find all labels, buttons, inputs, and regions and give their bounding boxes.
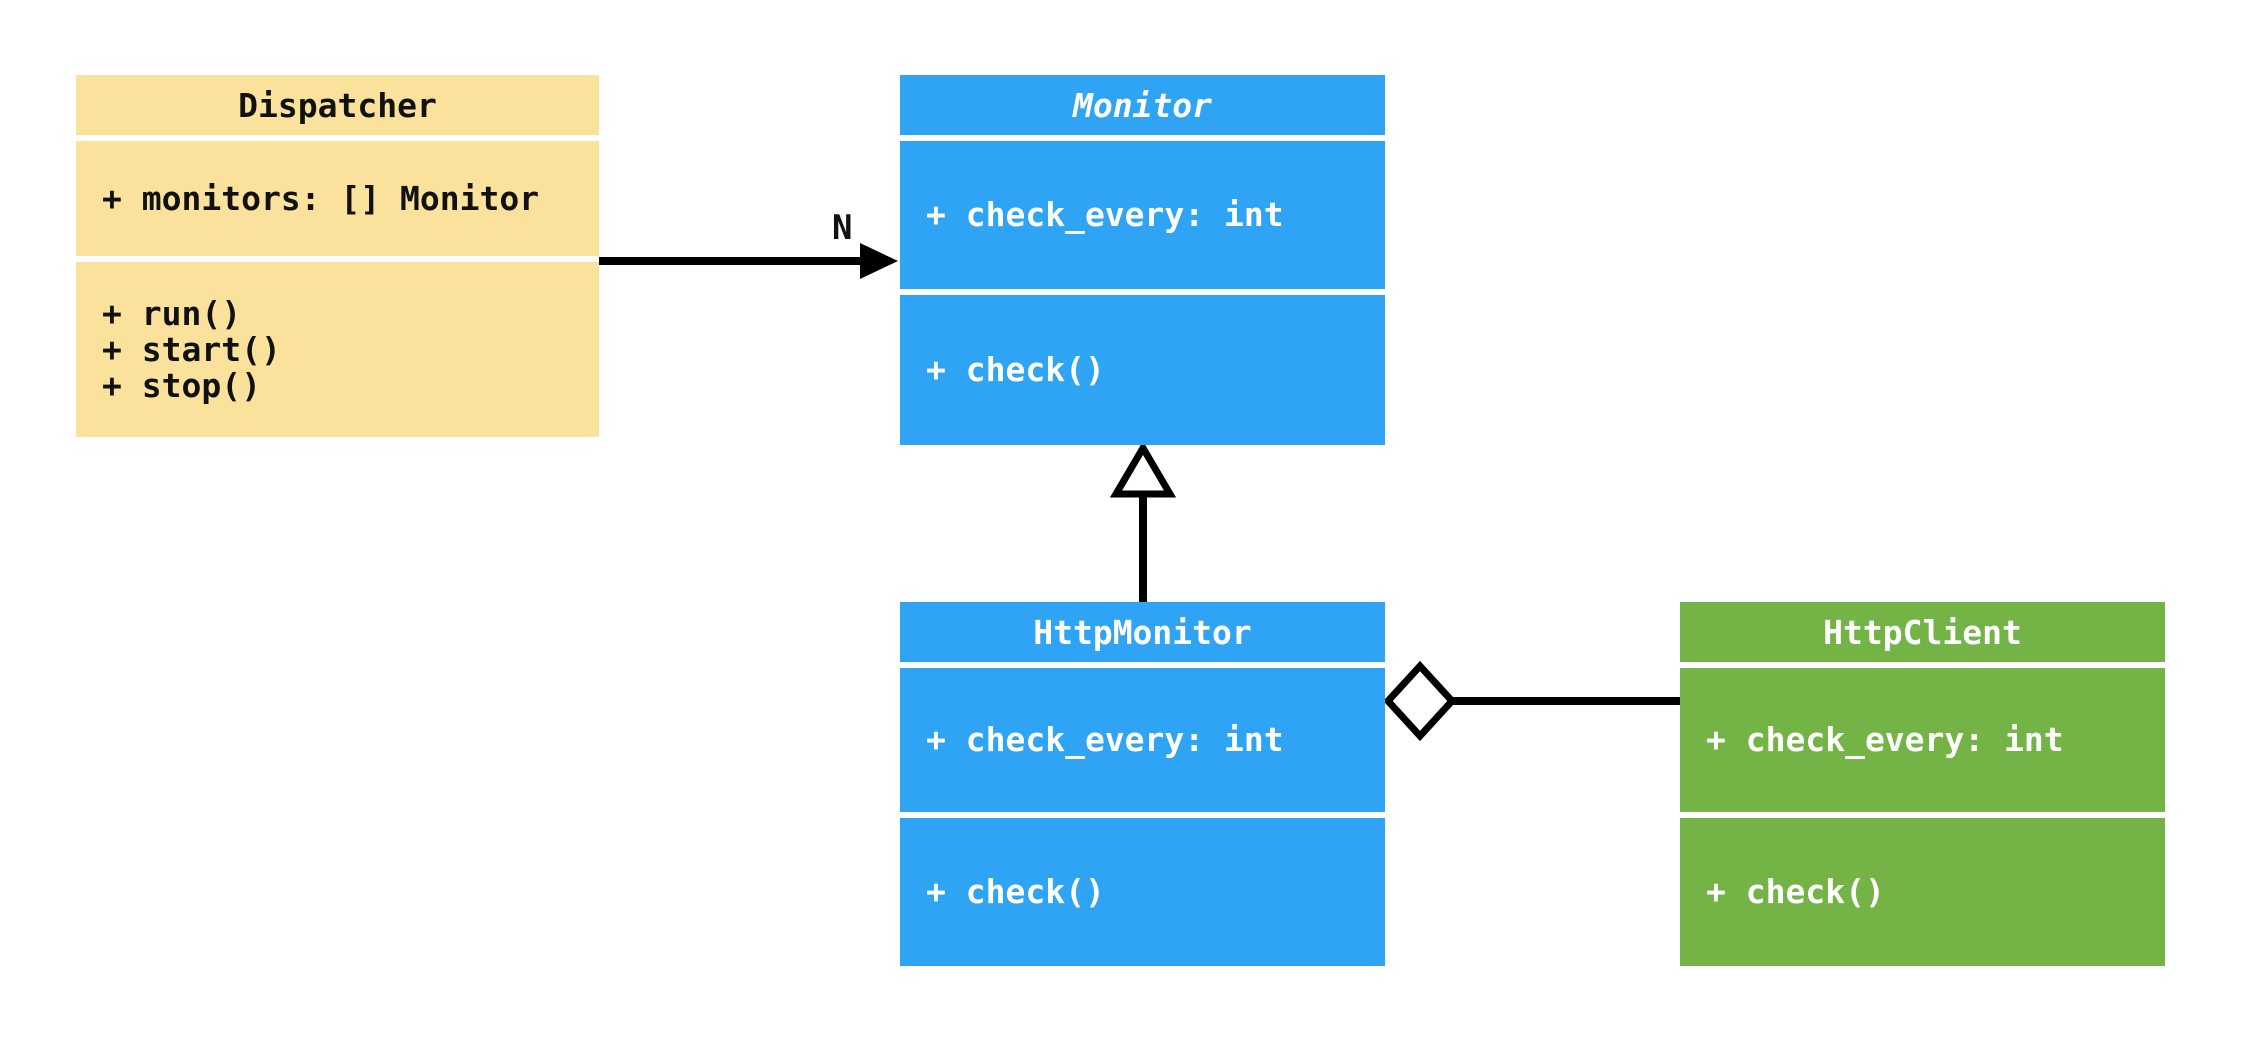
class-title: Dispatcher — [76, 75, 599, 135]
methods-section: + check() — [1680, 818, 2165, 966]
attributes-section: + check_every: int — [900, 668, 1385, 812]
aggregation-diamond-icon — [1383, 660, 1457, 742]
multiplicity-label: N — [832, 208, 853, 248]
method: + start() — [102, 329, 281, 369]
methods-section: + run() + start() + stop() — [76, 262, 599, 437]
attributes-section: + check_every: int — [1680, 668, 2165, 812]
class-title: HttpMonitor — [900, 602, 1385, 662]
attribute: + monitors: [] Monitor — [102, 178, 540, 218]
attributes-section: + check_every: int — [900, 141, 1385, 289]
class-box-dispatcher: Dispatcher + monitors: [] Monitor + run(… — [76, 75, 599, 437]
class-title: Monitor — [900, 75, 1385, 135]
method: + check() — [1706, 872, 1885, 911]
attribute: + check_every: int — [926, 720, 1284, 759]
method: + check() — [926, 872, 1105, 911]
method: + check() — [926, 350, 1105, 389]
attribute: + check_every: int — [926, 195, 1284, 234]
association-arrowhead-icon — [860, 243, 898, 279]
class-title: HttpClient — [1680, 602, 2165, 662]
class-box-monitor: Monitor + check_every: int + check() — [900, 75, 1385, 445]
attributes-section: + monitors: [] Monitor — [76, 141, 599, 256]
attribute: + check_every: int — [1706, 720, 2064, 759]
methods-section: + check() — [900, 818, 1385, 966]
class-box-httpclient: HttpClient + check_every: int + check() — [1680, 602, 2165, 966]
method: + run() — [102, 293, 242, 333]
inheritance-triangle-icon — [1109, 441, 1177, 498]
class-box-httpmonitor: HttpMonitor + check_every: int + check() — [900, 602, 1385, 966]
method: + stop() — [102, 365, 261, 405]
methods-section: + check() — [900, 295, 1385, 445]
